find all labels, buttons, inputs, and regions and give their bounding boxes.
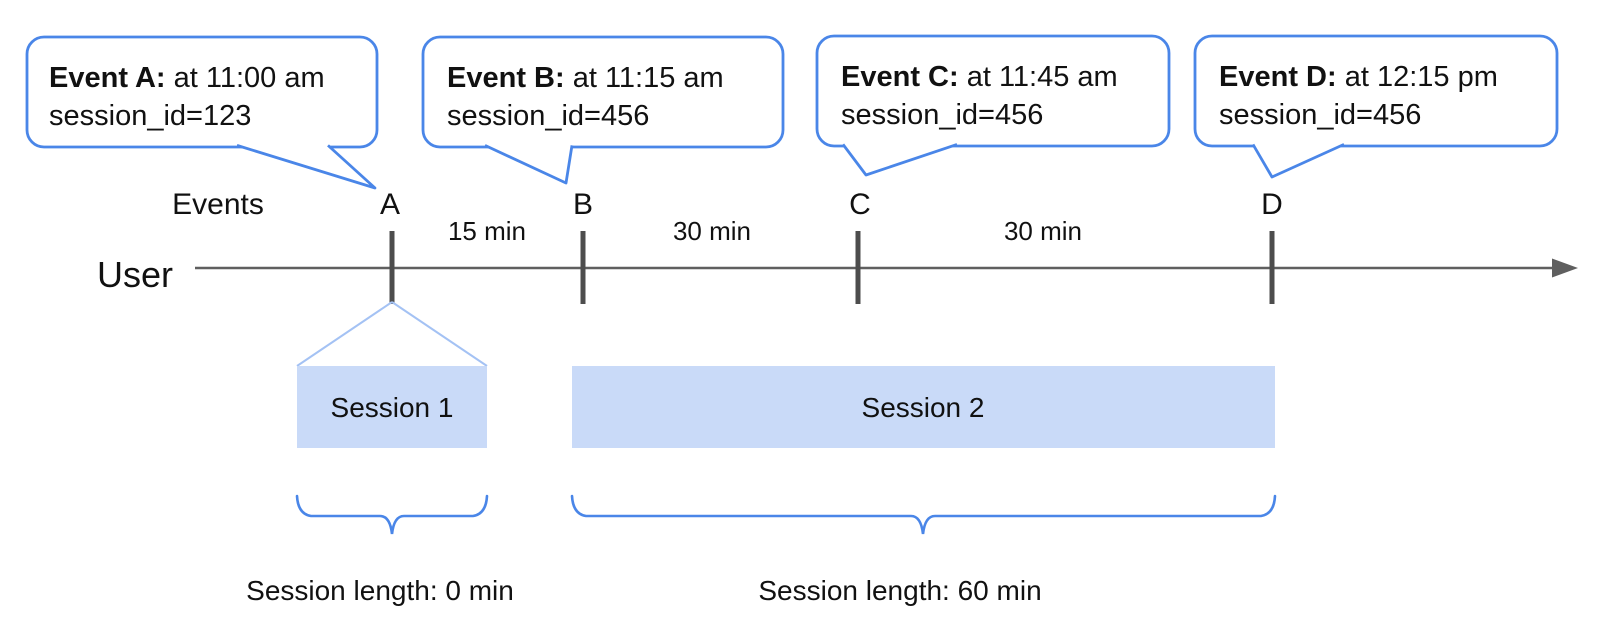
interval-label: 30 min: [673, 216, 751, 246]
event-marker-label: B: [573, 188, 593, 221]
event-marker-label: A: [380, 188, 400, 221]
session1-brace: [295, 494, 489, 535]
session-length-annotations: Session length: 0 min Session length: 60…: [246, 494, 1277, 606]
event-marker-label: C: [849, 188, 871, 221]
event-bubble-d: Event D: at 12:15 pm session_id=456: [1193, 34, 1559, 179]
bubble-box: [1193, 34, 1559, 148]
session2-label: Session 2: [862, 392, 985, 423]
bubble-session-line: session_id=456: [1219, 99, 1421, 131]
bubble-session-line: session_id=123: [49, 100, 251, 132]
bubble-session-line: session_id=456: [841, 99, 1043, 131]
bubble-box: [421, 35, 785, 149]
timeline: User Events A B C D 15 min 30 min 30 min: [97, 188, 1578, 304]
session2-brace: [570, 494, 1277, 535]
arrowhead-icon: [1552, 258, 1578, 278]
session2-length-label: Session length: 60 min: [758, 575, 1041, 606]
session1-length-label: Session length: 0 min: [246, 575, 514, 606]
event-bubble-b: Event B: at 11:15 am session_id=456: [421, 35, 785, 185]
sessions: Session 1 Session 2: [296, 301, 1275, 448]
bubble-tail: [236, 144, 377, 190]
session1-label: Session 1: [331, 392, 454, 423]
bubble-title-line: Event D: at 12:15 pm: [1219, 61, 1498, 93]
interval-label: 15 min: [448, 216, 526, 246]
session1-bar: [297, 366, 487, 448]
bubble-title-line: Event B: at 11:15 am: [447, 62, 724, 94]
bubble-box: [25, 35, 379, 149]
bubble-title-line: Event C: at 11:45 am: [841, 61, 1118, 93]
interval-label: 30 min: [1004, 216, 1082, 246]
bubble-tail: [841, 143, 958, 177]
session1-funnel-lines: [296, 301, 488, 367]
user-label: User: [97, 254, 173, 295]
event-bubble-c: Event C: at 11:45 am session_id=456: [815, 34, 1171, 177]
event-marker-label: D: [1261, 188, 1283, 221]
bubble-tail: [1251, 143, 1345, 179]
bubble-title-line: Event A: at 11:00 am: [49, 62, 325, 94]
bubble-session-line: session_id=456: [447, 100, 649, 132]
events-label: Events: [172, 188, 264, 221]
session2-bar: [572, 366, 1275, 448]
bubble-tail: [484, 144, 574, 185]
bubble-box: [815, 34, 1171, 148]
event-bubble-a: Event A: at 11:00 am session_id=123: [25, 35, 379, 190]
